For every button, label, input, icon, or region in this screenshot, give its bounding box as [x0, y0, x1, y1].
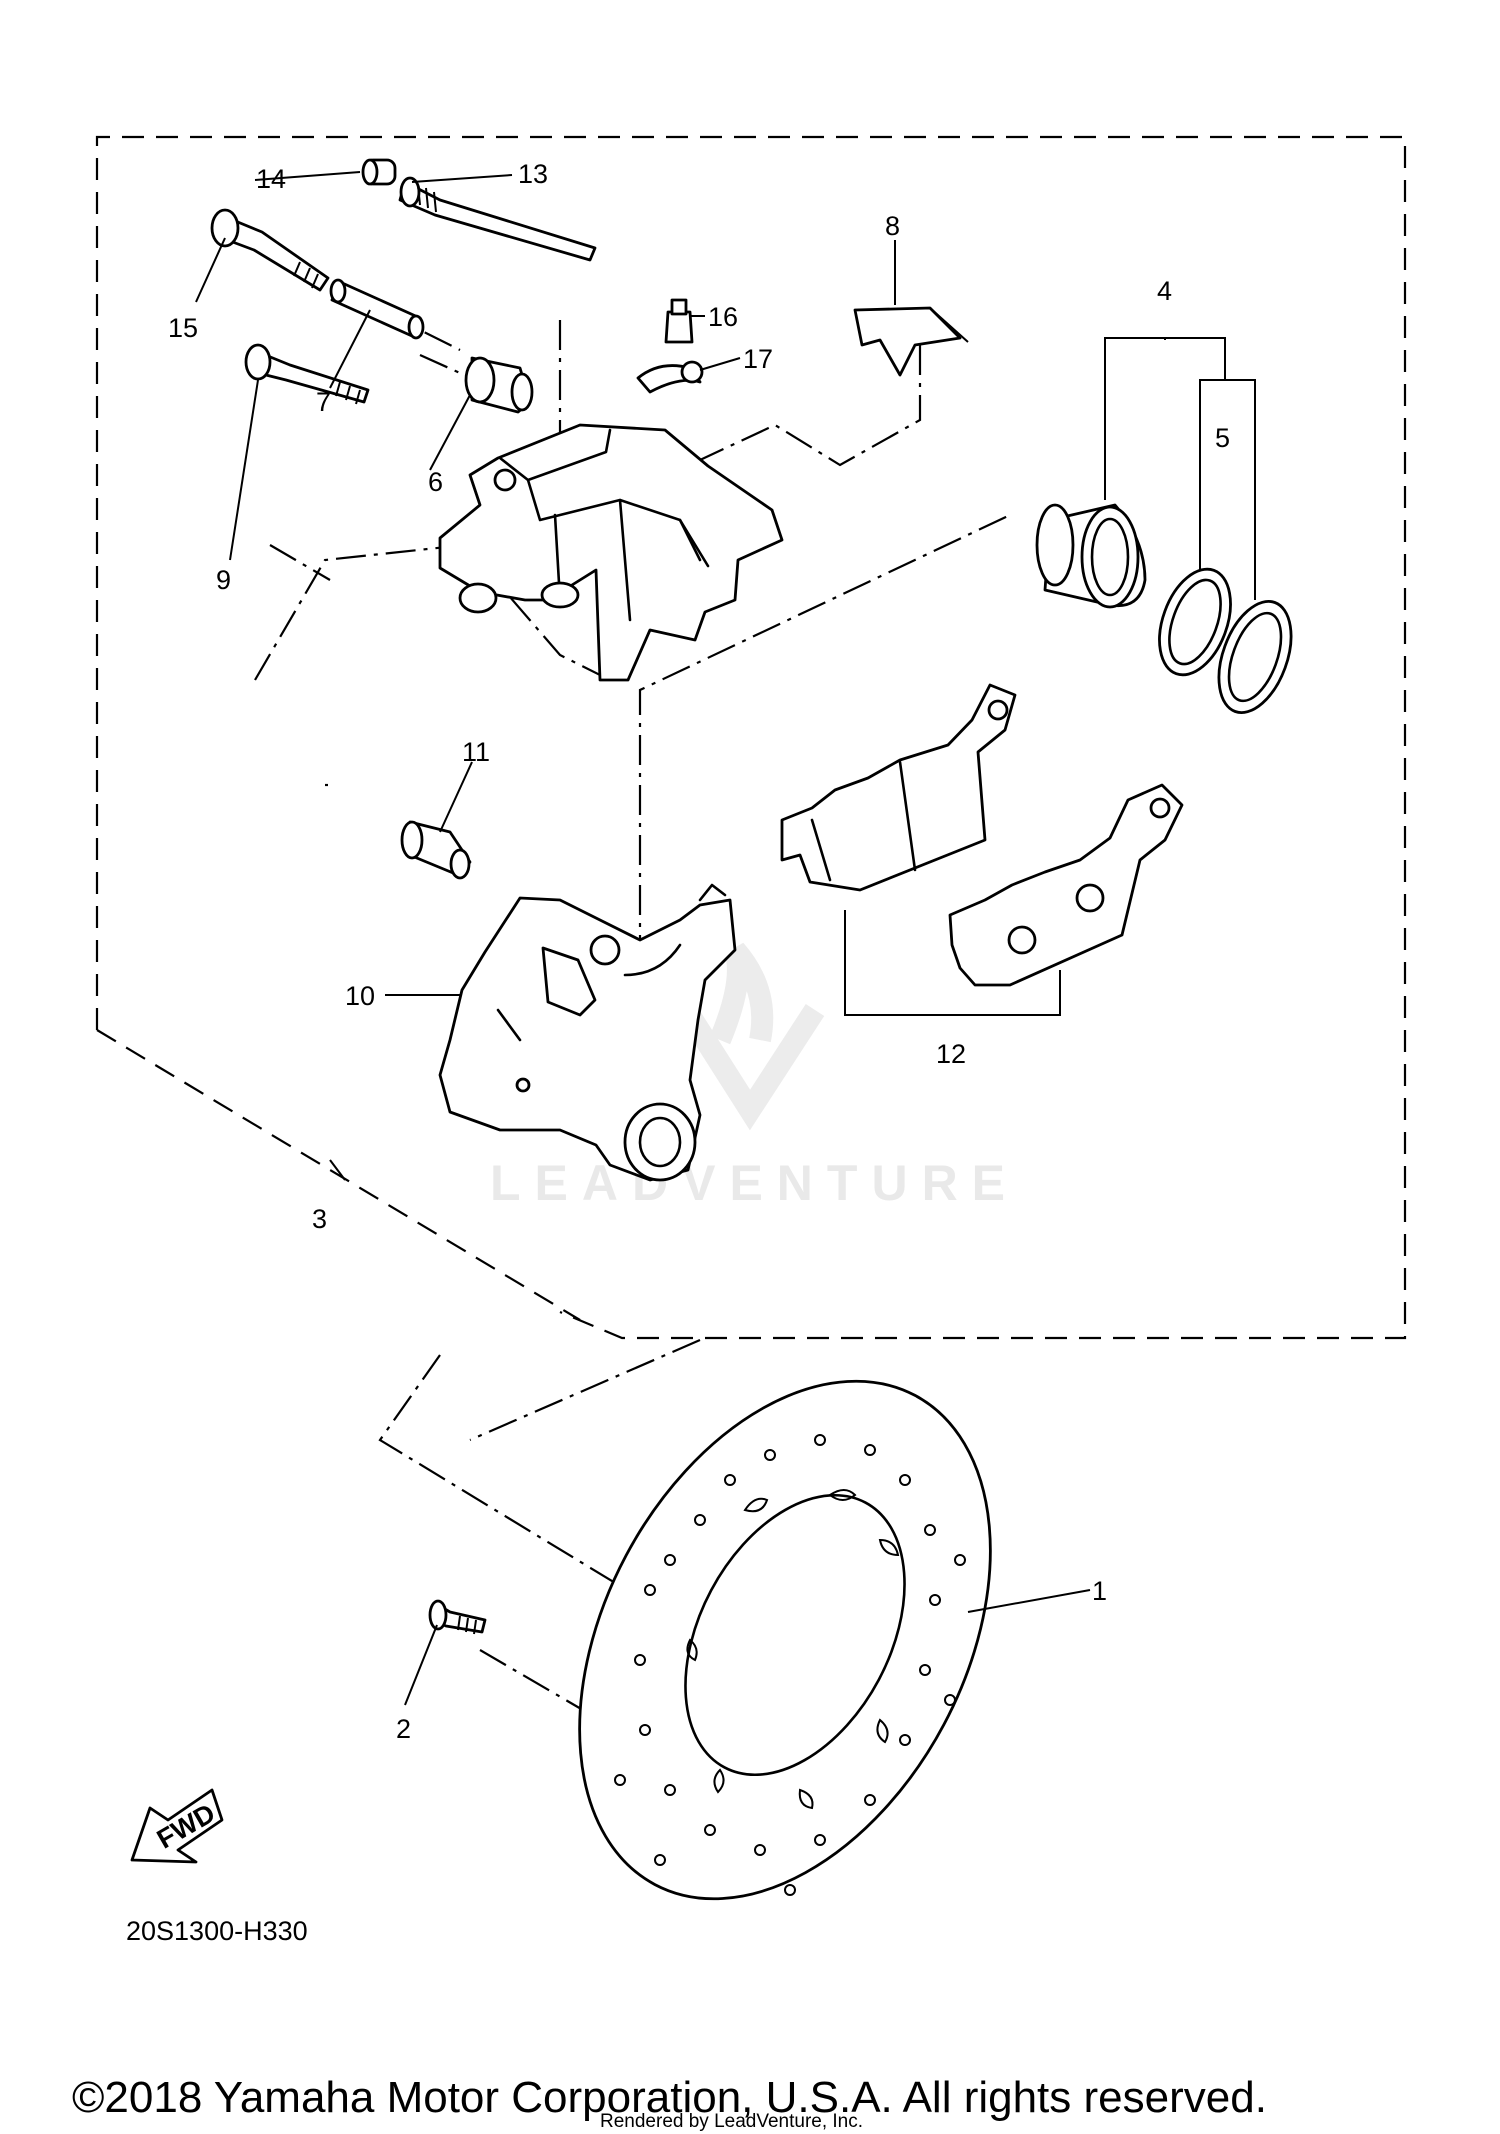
callout-9: 9 [216, 565, 231, 595]
caliper-body [438, 423, 784, 682]
caliper-assembly-boundary [95, 135, 1407, 1340]
callout-14: 14 [256, 164, 286, 194]
callout-numbers: 1 2 3 4 5 6 7 8 9 10 11 12 13 14 15 16 1… [168, 159, 1230, 1744]
disc-vent-holes [614, 1434, 966, 1896]
part-16-bleed-screw [664, 298, 694, 344]
callout-17: 17 [743, 344, 773, 374]
callout-3: 3 [312, 1204, 327, 1234]
callout-4: 4 [1157, 276, 1172, 306]
callout-10: 10 [345, 981, 375, 1011]
callout-leader-lines [195, 171, 1256, 1706]
callout-13: 13 [518, 159, 548, 189]
callout-11: 11 [462, 737, 490, 767]
callout-1: 1 [1092, 1576, 1107, 1606]
part-17-clip [636, 360, 704, 394]
part-8-pad-spring [853, 306, 969, 377]
part-11-boot [400, 820, 472, 880]
fwd-arrow-icon: FWD [130, 1788, 224, 1864]
part-15-bolt [210, 208, 330, 292]
callout-16: 16 [708, 302, 738, 332]
copyright-notice: ©2018 Yamaha Motor Corporation, U.S.A. A… [72, 2073, 1267, 2122]
callout-12: 12 [936, 1039, 966, 1069]
part-10-caliper-bracket [438, 883, 737, 1182]
callout-15: 15 [168, 313, 198, 343]
callout-6: 6 [428, 467, 443, 497]
part-12-bracket [844, 910, 1061, 1016]
part-7-slide-pin [329, 278, 425, 340]
diagram-code: 20S1300-H330 [126, 1916, 308, 1946]
part-4-piston [1035, 503, 1147, 609]
part-5-seals [1158, 567, 1293, 714]
callout-2: 2 [396, 1714, 411, 1744]
part-6-boot [464, 356, 534, 414]
watermark-text: LEADVENTURE [490, 1155, 1019, 1211]
part-13-pin-bolt [398, 176, 597, 262]
callout-5: 5 [1215, 423, 1230, 453]
part-12-brake-pads [780, 683, 1184, 987]
watermark: LEADVENTURE [490, 942, 1019, 1211]
callout-8: 8 [885, 211, 900, 241]
part-14-bleed-cap [361, 158, 397, 186]
part-1-brake-disc [578, 1379, 992, 1901]
part-9-bolt [244, 343, 370, 405]
rendered-by-credit: Rendered by LeadVenture, Inc. [600, 2111, 863, 2132]
part-2-disc-bolt [428, 1599, 487, 1635]
boundary-lower-edge [96, 1029, 581, 1321]
callout-7: 7 [316, 387, 331, 417]
